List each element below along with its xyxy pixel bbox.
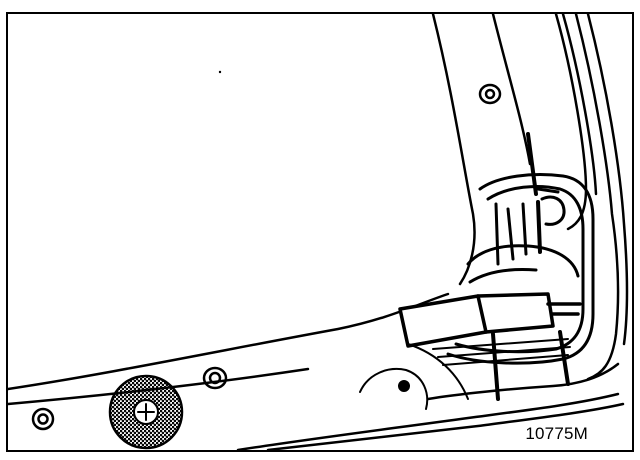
figure-reference-code: 10775M <box>525 424 588 443</box>
screw-icon <box>31 407 55 431</box>
speck <box>218 70 222 74</box>
screw-icon <box>202 366 228 390</box>
screw-icon <box>478 83 502 105</box>
diagram-frame: 10775M <box>6 12 634 452</box>
clip-tab <box>398 292 582 348</box>
grommet-icon <box>108 374 184 450</box>
lower-hatching <box>407 330 571 401</box>
trim-panel-drawing <box>8 14 629 450</box>
stud-plate <box>359 368 429 410</box>
